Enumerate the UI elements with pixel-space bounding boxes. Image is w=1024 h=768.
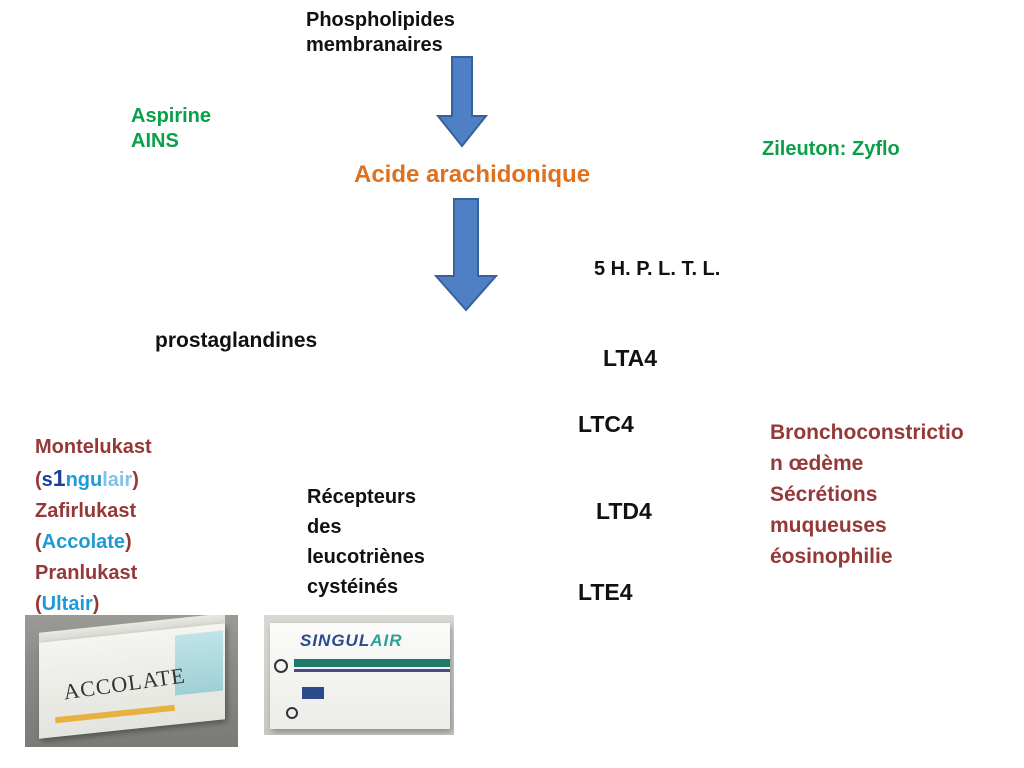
effects-line3: Sécrétions bbox=[770, 483, 878, 506]
montelukast-text: Montelukast bbox=[35, 436, 152, 458]
accolate-box-image: ACCOLATE bbox=[25, 615, 238, 747]
effects-line4: muqueuses bbox=[770, 514, 887, 537]
arrow-down-icon bbox=[436, 56, 488, 148]
prostaglandines-label: prostaglandines bbox=[155, 329, 318, 352]
aspirine-text: Aspirine bbox=[131, 105, 212, 127]
singulair-box-image: SINGULAIR bbox=[264, 615, 454, 735]
receptors-line4: cystéinés bbox=[307, 576, 399, 598]
phospholipides-label: Phospholipides membranaires bbox=[306, 8, 455, 58]
ains-text: AINS bbox=[131, 130, 179, 152]
hpltl-label: 5 H. P. L. T. L. bbox=[594, 258, 721, 280]
ltd4-label: LTD4 bbox=[596, 498, 652, 524]
accolate-text: (Accolate) bbox=[35, 531, 132, 553]
phospholipides-line2: membranaires bbox=[306, 34, 443, 56]
zafirlukast-text: Zafirlukast bbox=[35, 500, 137, 522]
lte4-label: LTE4 bbox=[578, 579, 633, 605]
effects-label: Bronchoconstrictio n œdème Sécrétions mu… bbox=[770, 417, 964, 572]
ltc4-label: LTC4 bbox=[578, 411, 634, 437]
effects-line5: éosinophilie bbox=[770, 545, 893, 568]
receptors-label: Récepteurs des leucotriènes cystéinés bbox=[307, 482, 425, 602]
effects-line1: Bronchoconstrictio bbox=[770, 421, 964, 444]
receptors-line1: Récepteurs bbox=[307, 486, 416, 508]
arrow-down-icon bbox=[434, 198, 498, 312]
receptors-line2: des bbox=[307, 516, 342, 538]
drug-list: Montelukast (s1ngulair) Zafirlukast (Acc… bbox=[35, 432, 152, 620]
receptors-line3: leucotriènes bbox=[307, 546, 425, 568]
effects-line2: n œdème bbox=[770, 452, 864, 475]
singulair-text: (s1ngulair) bbox=[35, 465, 139, 491]
aspirine-ains-label: Aspirine AINS bbox=[131, 104, 211, 154]
acide-arachidonique-label: Acide arachidonique bbox=[354, 161, 591, 188]
ultair-text: (Ultair) bbox=[35, 593, 100, 615]
zileuton-label: Zileuton: Zyflo bbox=[762, 138, 900, 160]
lta4-label: LTA4 bbox=[603, 345, 658, 371]
singulair-logo: SINGULAIR bbox=[300, 631, 403, 650]
phospholipides-line1: Phospholipides bbox=[306, 9, 455, 31]
pranlukast-text: Pranlukast bbox=[35, 562, 138, 584]
